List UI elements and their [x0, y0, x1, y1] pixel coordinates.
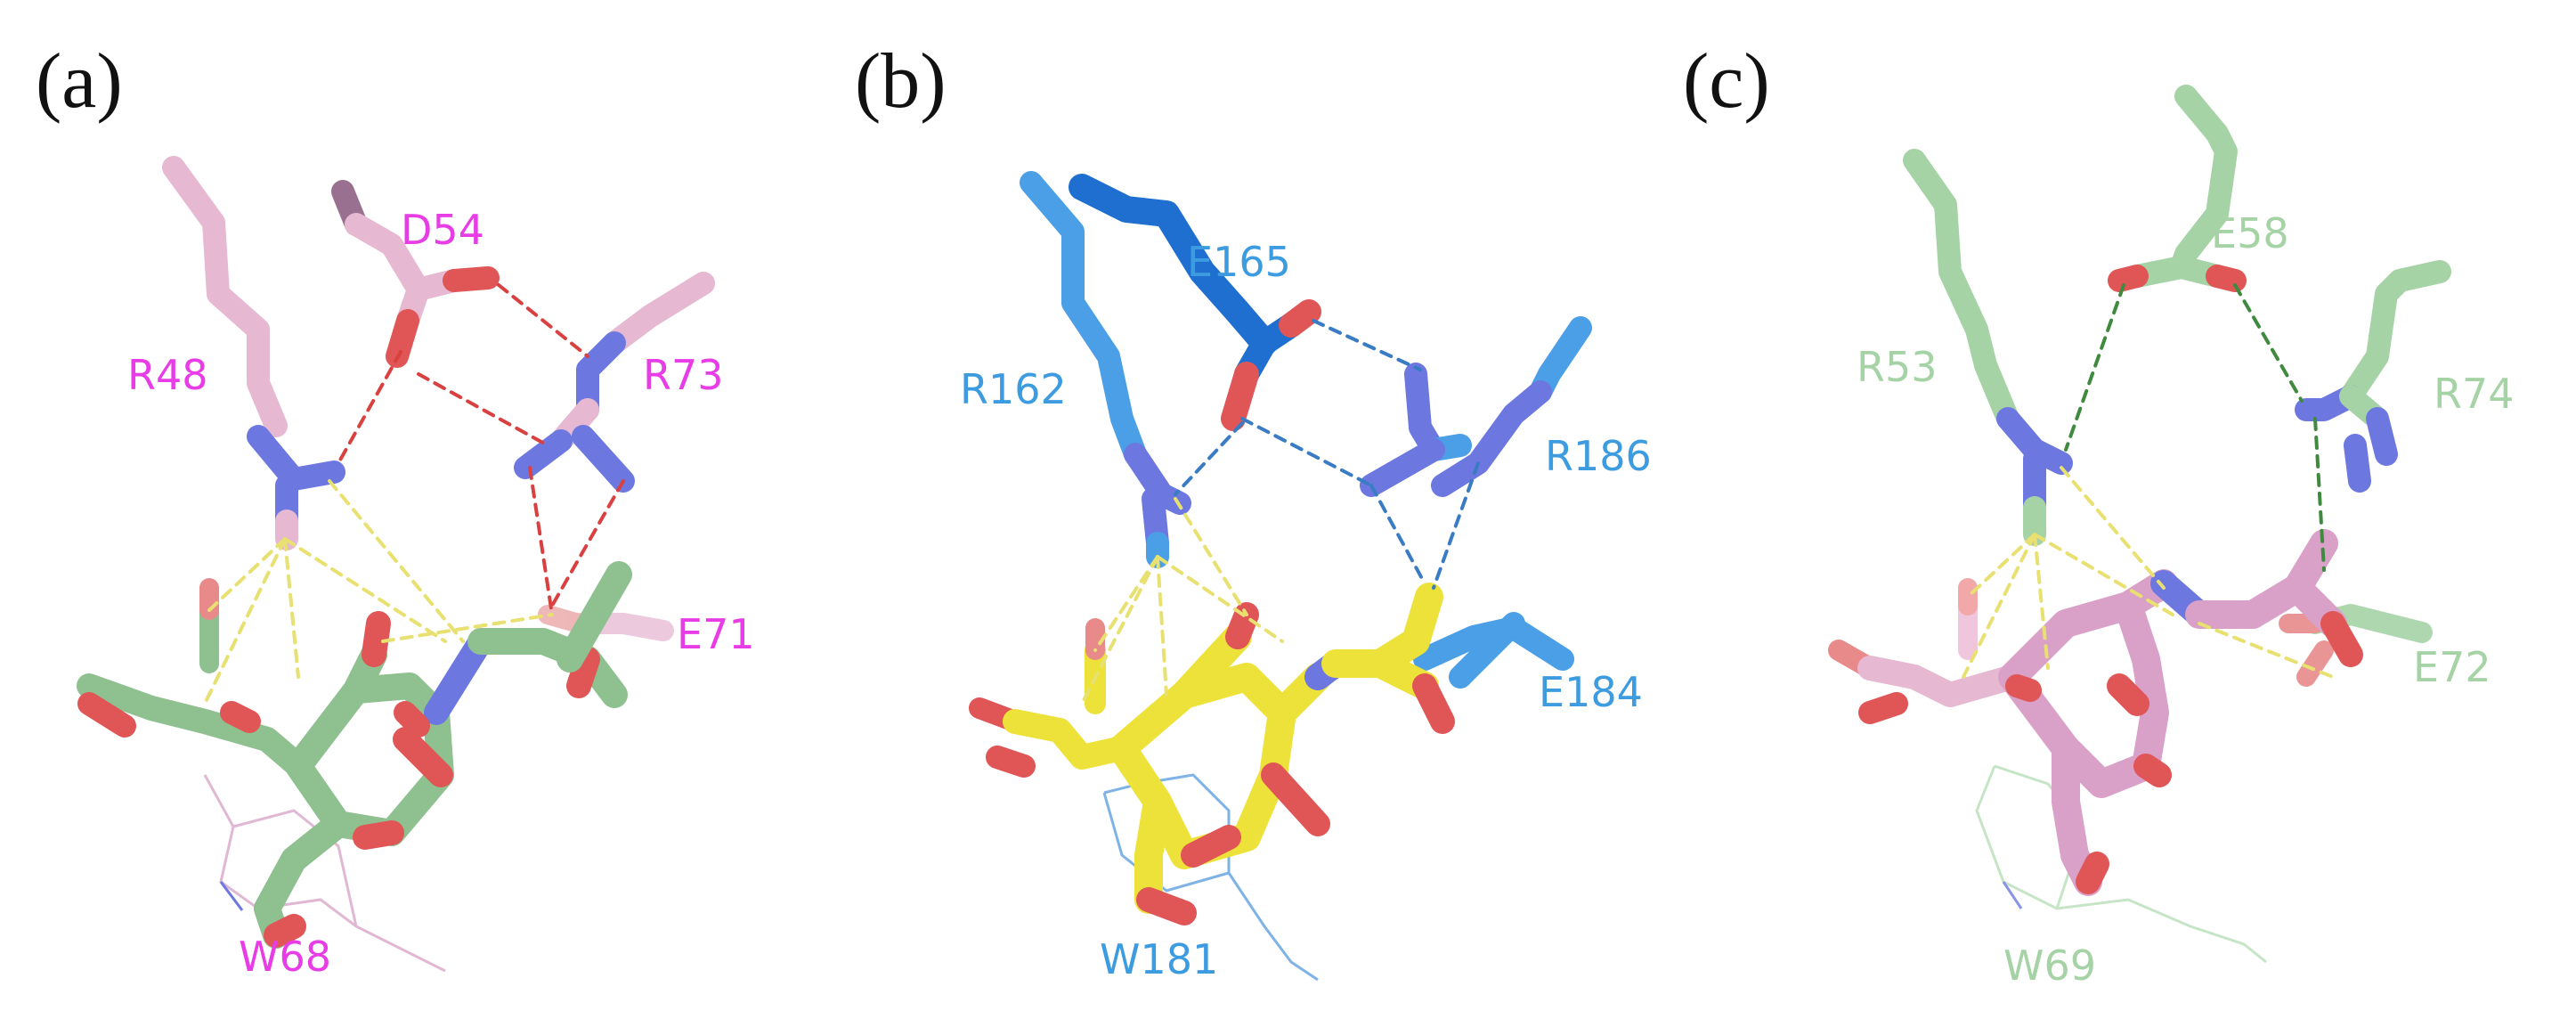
- panel-c-label-r74: R74: [2434, 370, 2515, 418]
- panel-b-label-r162: R162: [960, 365, 1067, 413]
- panel-b-ligand: [969, 583, 1455, 925]
- panel-a-label-d54: D54: [401, 206, 484, 254]
- panel-c-label-r53: R53: [1857, 343, 1938, 391]
- panel-c-r53-stick: [1903, 149, 2073, 546]
- panel-a-label-w68: W68: [239, 933, 331, 981]
- panel-c-hbonds-green: [2064, 283, 2326, 572]
- panel-c-w69-wire: [1975, 764, 2267, 964]
- panel-c-label: (c): [1683, 38, 1770, 125]
- panel-c-r74-stick: [2295, 260, 2451, 493]
- panel-c-hbonds-yellow: [1962, 466, 2335, 679]
- panel-c-label-e58: E58: [2211, 209, 2289, 257]
- panel-b-e165-stick: [1069, 174, 1321, 431]
- panel-c-label-e72: E72: [2413, 643, 2491, 691]
- panel-a-r73-stick: [514, 272, 715, 493]
- panel-a-label-e71: E71: [677, 610, 755, 658]
- panel-b: (b): [855, 38, 1652, 983]
- panel-c-ligand: [1828, 529, 2363, 896]
- panel-a-d54-stick: [331, 180, 500, 368]
- panel-a-hbonds-yellow: [203, 479, 554, 705]
- panel-a: (a): [36, 38, 755, 981]
- panel-c-e58-stick: [2108, 85, 2247, 292]
- panel-c: (c): [1683, 38, 2515, 990]
- panel-c-label-w69: W69: [2003, 942, 2096, 990]
- panel-b-e184-stick: [1413, 612, 1574, 689]
- panel-a-hbonds-red: [337, 283, 625, 616]
- panel-a-ligand: [77, 561, 632, 949]
- panel-b-label-r186: R186: [1545, 432, 1652, 480]
- panel-b-label-w181: W181: [1100, 935, 1218, 983]
- panel-a-r48-stick: [162, 156, 345, 550]
- panel-a-label-r48: R48: [127, 351, 208, 399]
- panel-b-hbonds-yellow: [1080, 497, 1284, 705]
- panel-a-label-r73: R73: [643, 351, 724, 399]
- panel-b-hbonds-blue: [1174, 319, 1480, 590]
- panel-b-r186-stick: [1360, 316, 1592, 497]
- panel-b-r162-stick: [1020, 171, 1191, 568]
- panel-b-label-e184: E184: [1539, 668, 1643, 716]
- panel-b-label-e165: E165: [1187, 238, 1291, 286]
- panel-b-label: (b): [855, 38, 947, 125]
- panel-a-label: (a): [36, 38, 123, 125]
